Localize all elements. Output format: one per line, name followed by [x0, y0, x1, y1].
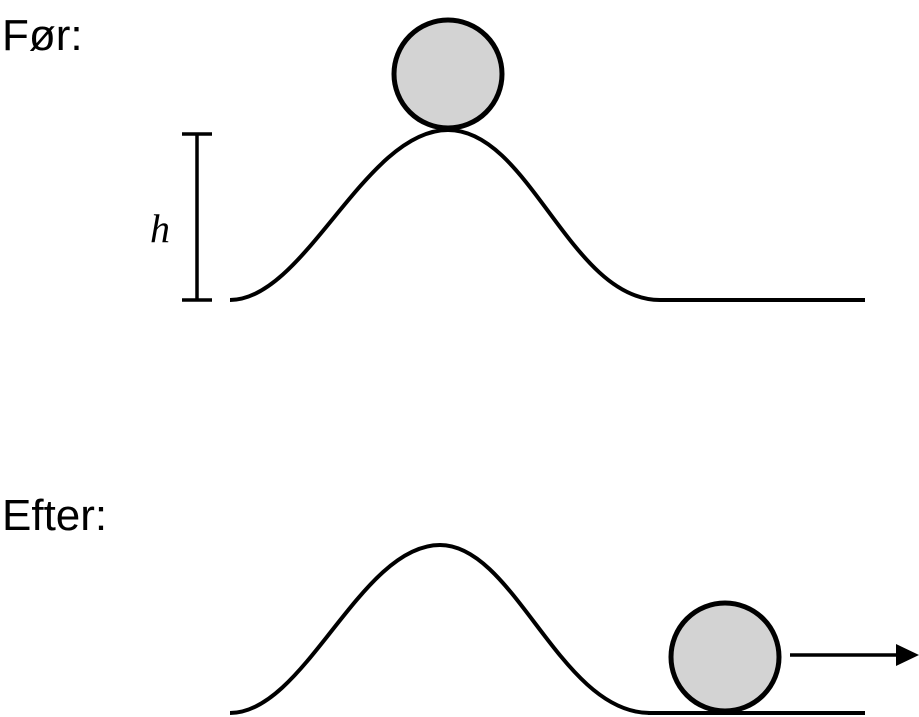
before-label: Før: [2, 11, 83, 60]
before-hill-curve [229, 128, 865, 302]
velocity-arrow [790, 644, 919, 666]
before-ball [391, 17, 505, 131]
after-hill-curve [229, 543, 651, 715]
height-label: h [150, 206, 170, 251]
height-measure-bar [182, 132, 212, 302]
after-ball [668, 600, 782, 714]
before-panel: h [150, 17, 865, 302]
after-label: Efter: [2, 491, 108, 540]
after-panel [229, 543, 919, 715]
